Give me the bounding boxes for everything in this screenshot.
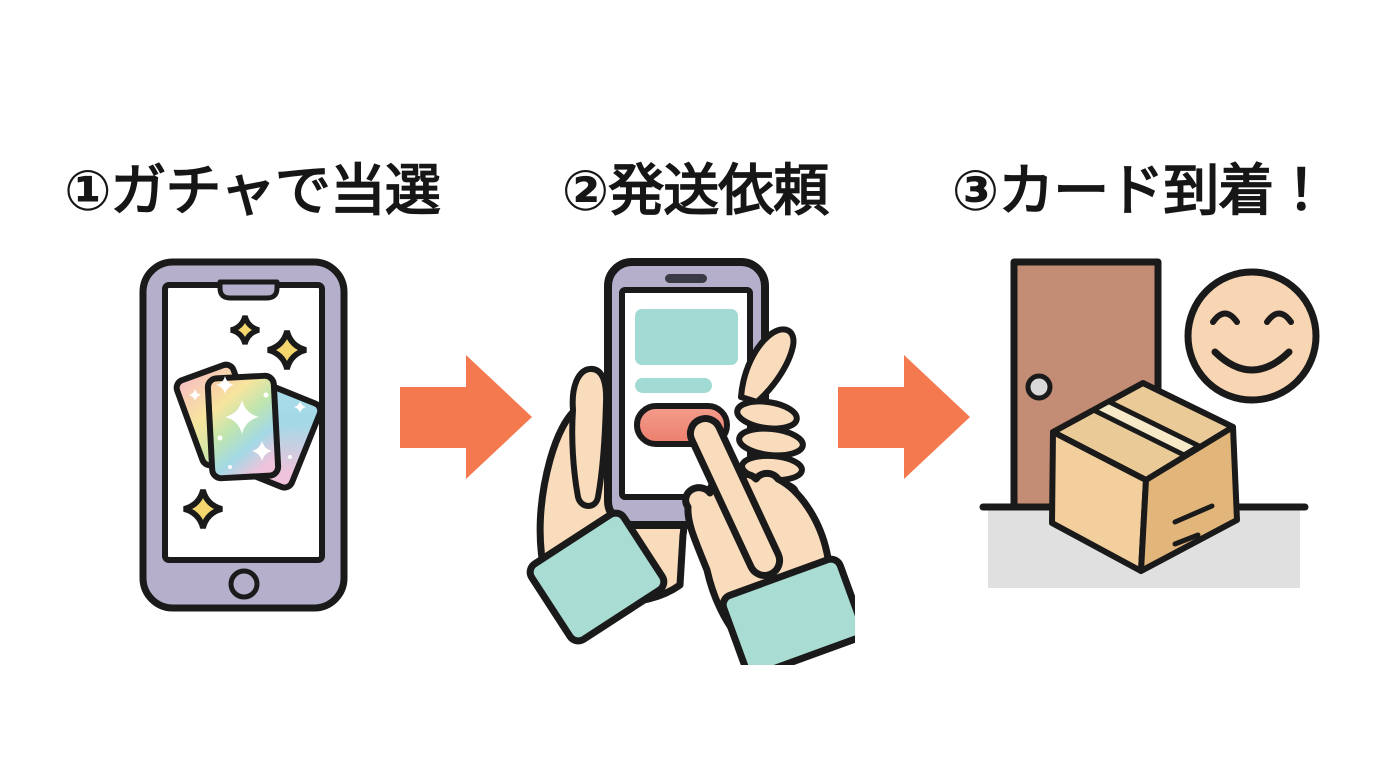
right-sleeve [719,555,855,665]
step-2-title: ②発送依頼 [561,158,829,222]
package-box-icon [1049,380,1240,574]
index-finger [686,415,784,579]
home-button [228,568,260,600]
arrow-right-icon [838,355,970,479]
shipping-request-illustration [526,258,855,665]
arrow-right-icon [400,355,532,479]
gacha-win-illustration [139,258,348,612]
shipping-marks [1172,503,1215,547]
left-sleeve [526,509,668,645]
step-1-title: ①ガチャで当選 [64,158,441,222]
screen-header-block [635,309,738,365]
right-eye [1264,310,1294,325]
screen-text-bar [635,378,712,393]
speaker [665,274,707,283]
smiley-face-icon [1184,268,1320,404]
rainbow-cards-icon [173,361,324,491]
step-3-title: ③カード到着！ [951,158,1329,222]
phone-notch [217,279,280,301]
doorknob [1025,373,1053,401]
card-arrival-illustration [979,258,1320,588]
white-sparkles [189,376,306,469]
left-thumb [569,366,610,509]
smile [1211,348,1293,374]
left-eye [1210,310,1240,325]
